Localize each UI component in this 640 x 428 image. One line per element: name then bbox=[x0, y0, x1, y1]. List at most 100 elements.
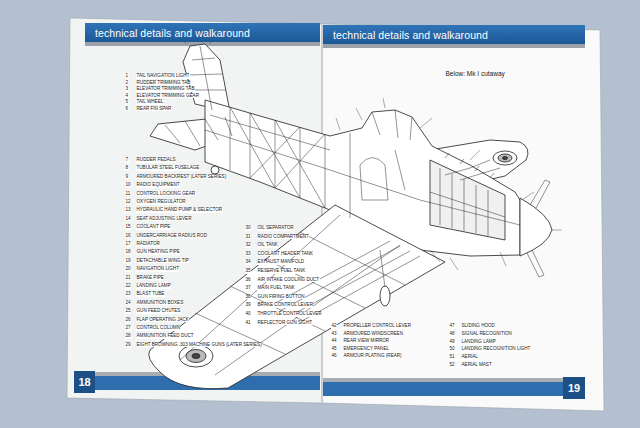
callout-number: 40 bbox=[245, 312, 251, 317]
callout-number: 41 bbox=[245, 321, 251, 326]
part-name: MAIN FUEL TANK bbox=[257, 286, 295, 291]
part-name: ARMOURED BACKREST (LATER SERIES) bbox=[136, 175, 227, 180]
part-name: REAR FIN SPAR bbox=[136, 107, 172, 112]
callout-number: 9 bbox=[125, 175, 129, 180]
part-name: BLAST TUBE bbox=[136, 292, 165, 297]
callout-number: 22 bbox=[125, 284, 131, 289]
part-name: TAIL NAVIGATION LIGHT bbox=[136, 74, 190, 79]
wheel bbox=[380, 286, 390, 306]
callout-number: 16 bbox=[125, 234, 131, 239]
far-wing-ribs bbox=[445, 160, 500, 180]
callout-number: 44 bbox=[331, 339, 337, 344]
footer-strip bbox=[323, 378, 563, 382]
caption-note: Below: Mk I cutaway bbox=[445, 71, 505, 78]
fin-ribs bbox=[188, 46, 226, 110]
callout-number: 26 bbox=[125, 318, 131, 323]
page-number: 19 bbox=[563, 377, 585, 399]
part-name: EIGHT BROWNING .303 MACHINE GUNS (LATER … bbox=[136, 343, 262, 348]
exhaust-stubs bbox=[445, 153, 494, 178]
callout-number: 21 bbox=[125, 276, 131, 281]
part-name: LANDING RECOGNITION LIGHT bbox=[461, 347, 531, 352]
part-name: LANDING LAMP bbox=[136, 284, 171, 289]
callout-number: 49 bbox=[449, 340, 455, 345]
callout-number: 52 bbox=[449, 363, 455, 368]
callout-number: 18 bbox=[125, 250, 131, 255]
part-name: GUN HEATING PIPE bbox=[136, 250, 180, 255]
callout-number: 17 bbox=[125, 242, 131, 247]
callout-number: 47 bbox=[449, 324, 455, 329]
part-name: PROPELLER CONTROL LEVER bbox=[343, 324, 411, 329]
callout-number: 51 bbox=[449, 355, 455, 360]
part-name: EMERGENCY PANEL bbox=[343, 347, 390, 352]
part-name: RESERVE FUEL TANK bbox=[257, 269, 306, 274]
structure-lines bbox=[165, 46, 550, 375]
part-name: TUBULAR STEEL FUSELAGE bbox=[136, 166, 200, 171]
part-name: DETACHABLE WING TIP bbox=[136, 259, 189, 264]
callout-number: 28 bbox=[125, 334, 131, 339]
part-name: AMMUNITION BOXES bbox=[136, 301, 184, 306]
callout-number: 31 bbox=[245, 235, 251, 240]
part-name: BRAKE CONTROL LEVER bbox=[257, 303, 313, 308]
callout-number: 42 bbox=[331, 324, 337, 329]
callout-number: 10 bbox=[125, 183, 131, 188]
callout-number: 23 bbox=[125, 292, 131, 297]
part-name: COOLANT HEADER TANK bbox=[257, 252, 314, 257]
undercarriage-leg bbox=[380, 250, 385, 287]
part-name: AIR INTAKE COOLING DUCT bbox=[257, 278, 320, 283]
part-name: AMMUNITION FEED DUCT bbox=[136, 334, 194, 339]
callout-number: 1 bbox=[125, 74, 129, 79]
callout-number: 36 bbox=[245, 278, 251, 283]
part-name: GUN FIRING BUTTON bbox=[257, 295, 305, 300]
callout-number: 8 bbox=[125, 166, 129, 171]
callout-number: 20 bbox=[125, 267, 131, 272]
fuselage-frames bbox=[230, 107, 350, 218]
callout-number: 45 bbox=[331, 347, 337, 352]
part-name: EXHAUST MANIFOLD bbox=[257, 260, 305, 265]
callout-number: 37 bbox=[245, 286, 251, 291]
part-name: RUDDER TRIMMING TAB bbox=[136, 81, 191, 86]
tail-wheel bbox=[211, 166, 219, 174]
cutaway-drawing bbox=[149, 44, 552, 389]
part-name: OIL TANK bbox=[257, 243, 278, 248]
part-name: SLIDING HOOD bbox=[461, 324, 495, 329]
near-wing bbox=[149, 205, 445, 389]
gutter bbox=[321, 24, 323, 403]
part-name: FLAP OPERATING JACK bbox=[136, 318, 189, 323]
part-name: REAR VIEW MIRROR bbox=[343, 339, 390, 344]
callout-number: 34 bbox=[245, 260, 251, 265]
tailplane-ribs bbox=[165, 117, 232, 146]
engine bbox=[430, 160, 505, 240]
part-name: CONTROL LOCKING GEAR bbox=[136, 192, 196, 197]
page-number-text: 18 bbox=[78, 376, 90, 388]
callout-number: 30 bbox=[245, 226, 251, 231]
part-name: COOLANT PIPE bbox=[136, 225, 171, 230]
part-name: THROTTLE CONTROL LEVER bbox=[257, 312, 322, 317]
callout-number: 46 bbox=[331, 354, 337, 359]
callout-number: 15 bbox=[125, 225, 131, 230]
page-number: 18 bbox=[74, 371, 95, 393]
footer-band bbox=[323, 382, 563, 396]
part-name: RADIO EQUIPMENT bbox=[136, 183, 180, 188]
callout-number: 6 bbox=[125, 107, 129, 112]
callout-number: 4 bbox=[125, 94, 129, 99]
part-name: RADIATOR bbox=[136, 242, 160, 247]
callout-number: 38 bbox=[245, 295, 251, 300]
callout-number: 19 bbox=[125, 259, 131, 264]
callout-number: 33 bbox=[245, 252, 251, 257]
part-name: OIL SEPARATOR bbox=[257, 226, 294, 231]
callout-number: 27 bbox=[125, 326, 131, 331]
callout-number: 48 bbox=[449, 332, 455, 337]
part-name: RUDDER PEDALS bbox=[136, 158, 176, 163]
roundel bbox=[498, 154, 512, 162]
callout-number: 25 bbox=[125, 309, 131, 314]
callout-number: 35 bbox=[245, 269, 251, 274]
canopy-frame bbox=[372, 110, 412, 140]
callout-number: 14 bbox=[125, 217, 131, 222]
callout-number: 13 bbox=[125, 208, 131, 213]
header-band: technical details and walkaround bbox=[85, 23, 320, 42]
part-name: HYDRAULIC HAND PUMP & SELECTOR bbox=[136, 208, 223, 213]
part-name: AERIAL MAST bbox=[461, 363, 492, 368]
spinner bbox=[520, 198, 552, 256]
